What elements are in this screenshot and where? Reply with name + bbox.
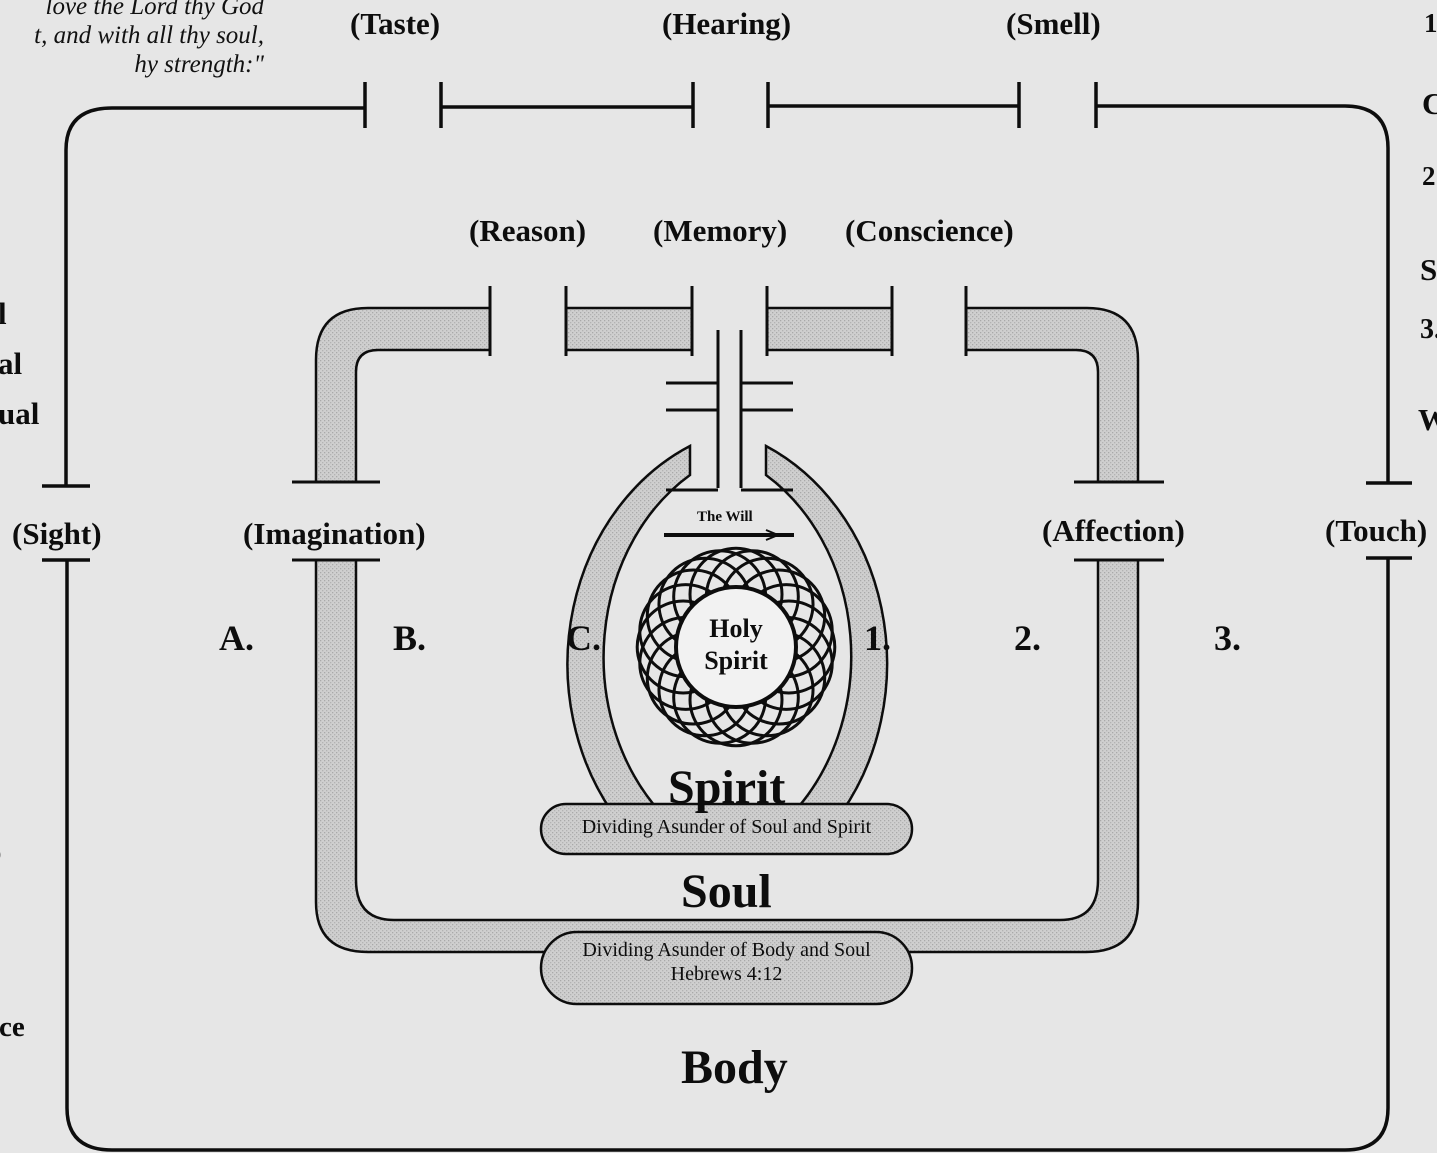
quote-line-1: love the Lord thy God <box>0 0 264 21</box>
faculty-imagination: (Imagination) <box>243 518 426 549</box>
faculty-memory: (Memory) <box>653 215 787 246</box>
marker-3: 3. <box>1214 620 1241 656</box>
region-soul: Soul <box>681 868 772 916</box>
holy-spirit-label: Spirit <box>696 648 776 674</box>
spirit-arch <box>567 330 887 812</box>
right-edge-text-6: W <box>1418 404 1437 435</box>
left-edge-text-5: ce <box>0 1013 25 1042</box>
region-body: Body <box>681 1044 788 1092</box>
region-spirit: Spirit <box>668 764 785 812</box>
faculty-affection: (Affection) <box>1042 515 1185 546</box>
right-edge-text-2: C <box>1422 88 1437 119</box>
left-edge-text-3: ual <box>0 398 39 429</box>
sense-sight: (Sight) <box>12 518 102 549</box>
sense-smell: (Smell) <box>1006 8 1101 39</box>
right-edge-text-1: 1 <box>1424 10 1437 37</box>
marker-1: 1. <box>864 620 891 656</box>
right-edge-text-3: 2 <box>1422 163 1436 190</box>
marker-2: 2. <box>1014 620 1041 656</box>
faculty-reason: (Reason) <box>469 215 586 246</box>
left-edge-text-2: al <box>0 348 22 379</box>
left-edge-text-1: l <box>0 298 7 329</box>
quote-line-3: hy strength:" <box>0 50 264 79</box>
quote-line-2: t, and with all thy soul, <box>0 21 264 50</box>
marker-a: A. <box>219 620 254 656</box>
sense-hearing: (Hearing) <box>662 8 791 39</box>
faculty-conscience: (Conscience) <box>845 215 1014 246</box>
scripture-quote: love the Lord thy God t, and with all th… <box>0 0 264 79</box>
sense-taste: (Taste) <box>350 8 440 39</box>
sense-touch: (Touch) <box>1325 515 1427 546</box>
soul-spirit-divider-label: Dividing Asunder of Soul and Spirit <box>541 815 912 840</box>
left-edge-text-4: o <box>0 836 2 867</box>
body-soul-divider-reference: Hebrews 4:12 <box>541 962 912 987</box>
right-edge-text-4: S <box>1420 254 1437 285</box>
holy-label: Holy <box>696 616 776 642</box>
marker-b: B. <box>393 620 426 656</box>
body-soul-divider-label: Dividing Asunder of Body and Soul <box>541 938 912 963</box>
marker-c: C. <box>566 620 601 656</box>
will-label: The Will <box>697 510 753 525</box>
right-edge-text-5: 3. <box>1420 316 1437 344</box>
